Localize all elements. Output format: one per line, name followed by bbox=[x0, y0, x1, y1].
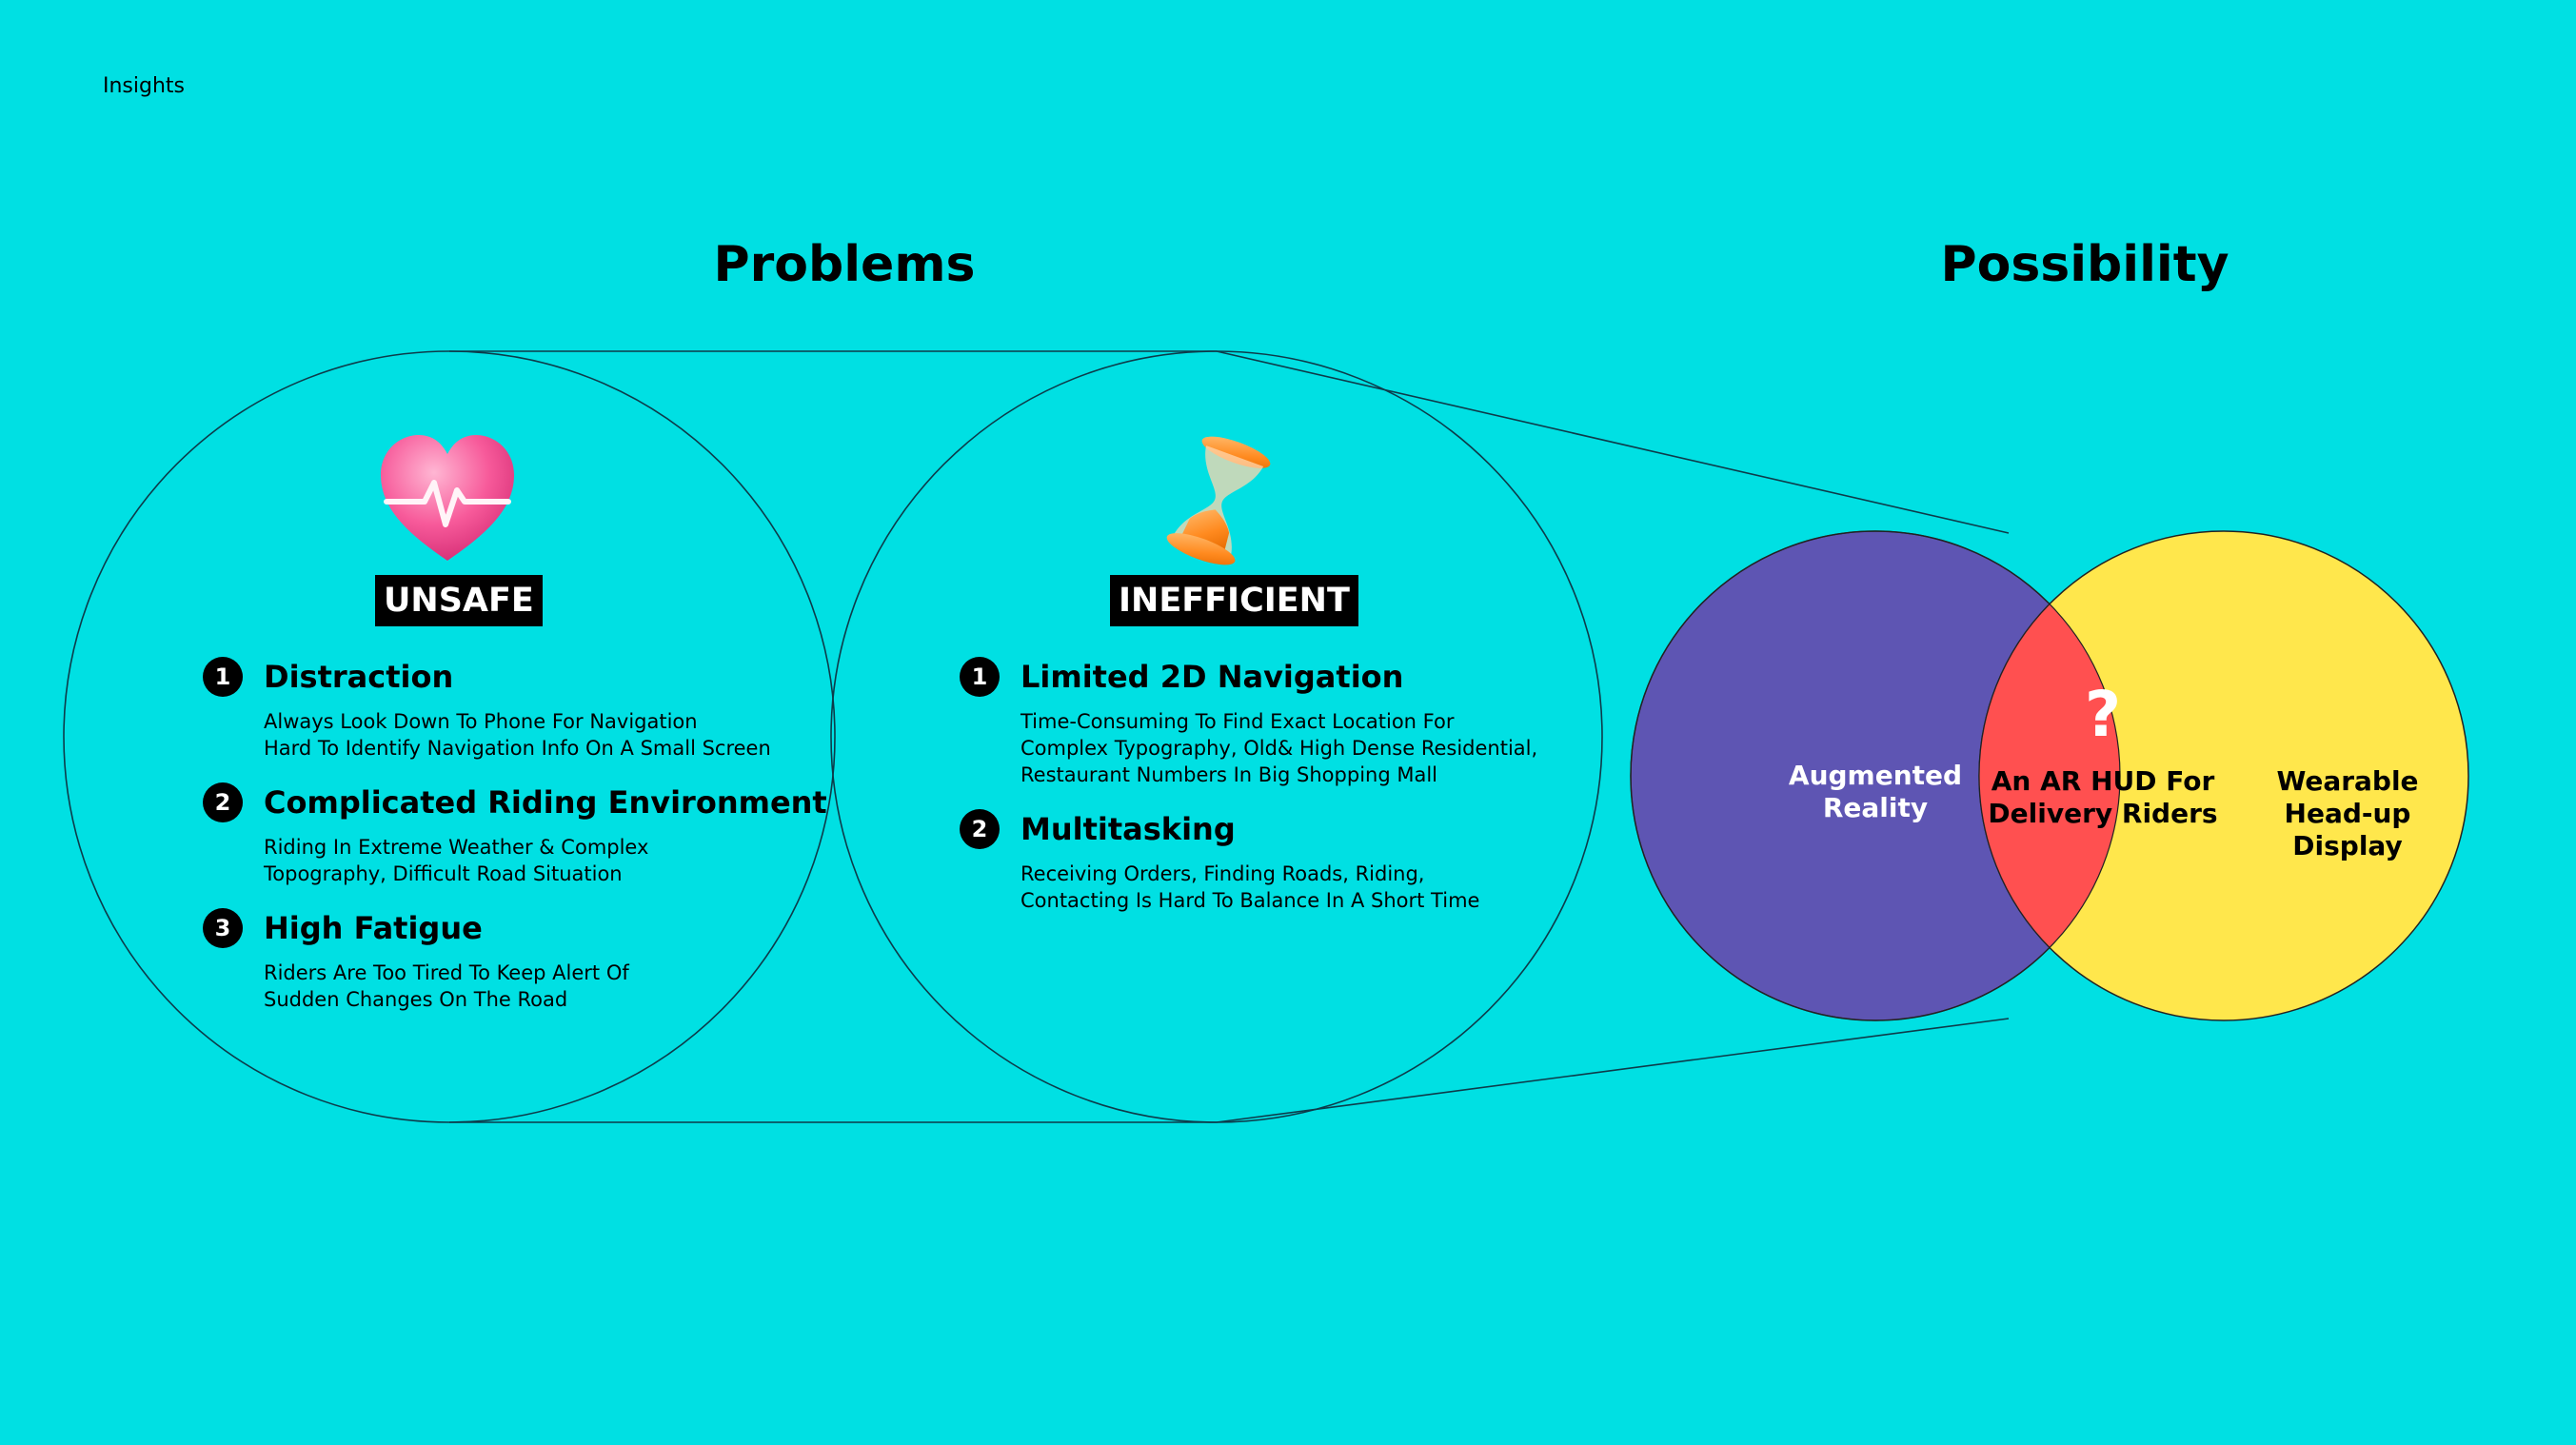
list-item: 2 Complicated Riding Environment Riding … bbox=[203, 782, 827, 887]
item-line: Restaurant Numbers In Big Shopping Mall bbox=[1020, 763, 1437, 786]
venn-label-center: An AR HUD For Delivery Riders bbox=[1988, 765, 2218, 829]
item-line: Riders Are Too Tired To Keep Alert Of bbox=[264, 961, 629, 984]
question-mark-icon: ? bbox=[2084, 678, 2122, 751]
list-item: 1 Distraction Always Look Down To Phone … bbox=[203, 657, 812, 762]
problems-heading: Problems bbox=[713, 236, 976, 293]
heart-pulse-icon bbox=[381, 435, 514, 561]
venn-label-augmented-reality: Augmented Reality bbox=[1788, 760, 1963, 823]
number-badge: 3 bbox=[203, 908, 243, 948]
funnel-top bbox=[1216, 350, 2010, 534]
item-line: Contacting Is Hard To Balance In A Short… bbox=[1020, 889, 1480, 912]
item-line: Always Look Down To Phone For Navigation bbox=[264, 710, 698, 733]
list-item: 3 High Fatigue Riders Are Too Tired To K… bbox=[203, 908, 812, 1013]
hourglass-icon bbox=[1166, 436, 1271, 565]
item-line: Receiving Orders, Finding Roads, Riding, bbox=[1020, 862, 1425, 885]
item-title: Complicated Riding Environment bbox=[264, 784, 827, 821]
item-line: Complex Typography, Old& High Dense Resi… bbox=[1020, 737, 1538, 760]
item-line: Hard To Identify Navigation Info On A Sm… bbox=[264, 737, 771, 760]
item-title: Limited 2D Navigation bbox=[1020, 659, 1404, 695]
funnel-bottom bbox=[1216, 1018, 2010, 1123]
number-badge: 2 bbox=[960, 809, 1000, 849]
list-item: 2 Multitasking Receiving Orders, Finding… bbox=[960, 809, 1569, 914]
item-line: Time-Consuming To Find Exact Location Fo… bbox=[1020, 710, 1455, 733]
item-line: Topography, Difficult Road Situation bbox=[264, 862, 623, 885]
number-badge: 2 bbox=[203, 782, 243, 822]
possibility-heading: Possibility bbox=[1940, 236, 2229, 293]
item-line: Riding In Extreme Weather & Complex bbox=[264, 836, 649, 859]
item-title: Multitasking bbox=[1020, 811, 1236, 847]
page-label: Insights bbox=[103, 74, 186, 98]
number-badge: 1 bbox=[203, 657, 243, 697]
tag-unsafe: UNSAFE bbox=[375, 575, 543, 626]
tag-inefficient: INEFFICIENT bbox=[1110, 575, 1358, 626]
number-badge: 1 bbox=[960, 657, 1000, 697]
item-title: High Fatigue bbox=[264, 910, 483, 946]
item-line: Sudden Changes On The Road bbox=[264, 988, 568, 1011]
list-item: 1 Limited 2D Navigation Time-Consuming T… bbox=[960, 657, 1569, 788]
item-title: Distraction bbox=[264, 659, 454, 695]
venn-label-head-up-display: Wearable Head-up Display bbox=[2276, 765, 2419, 861]
